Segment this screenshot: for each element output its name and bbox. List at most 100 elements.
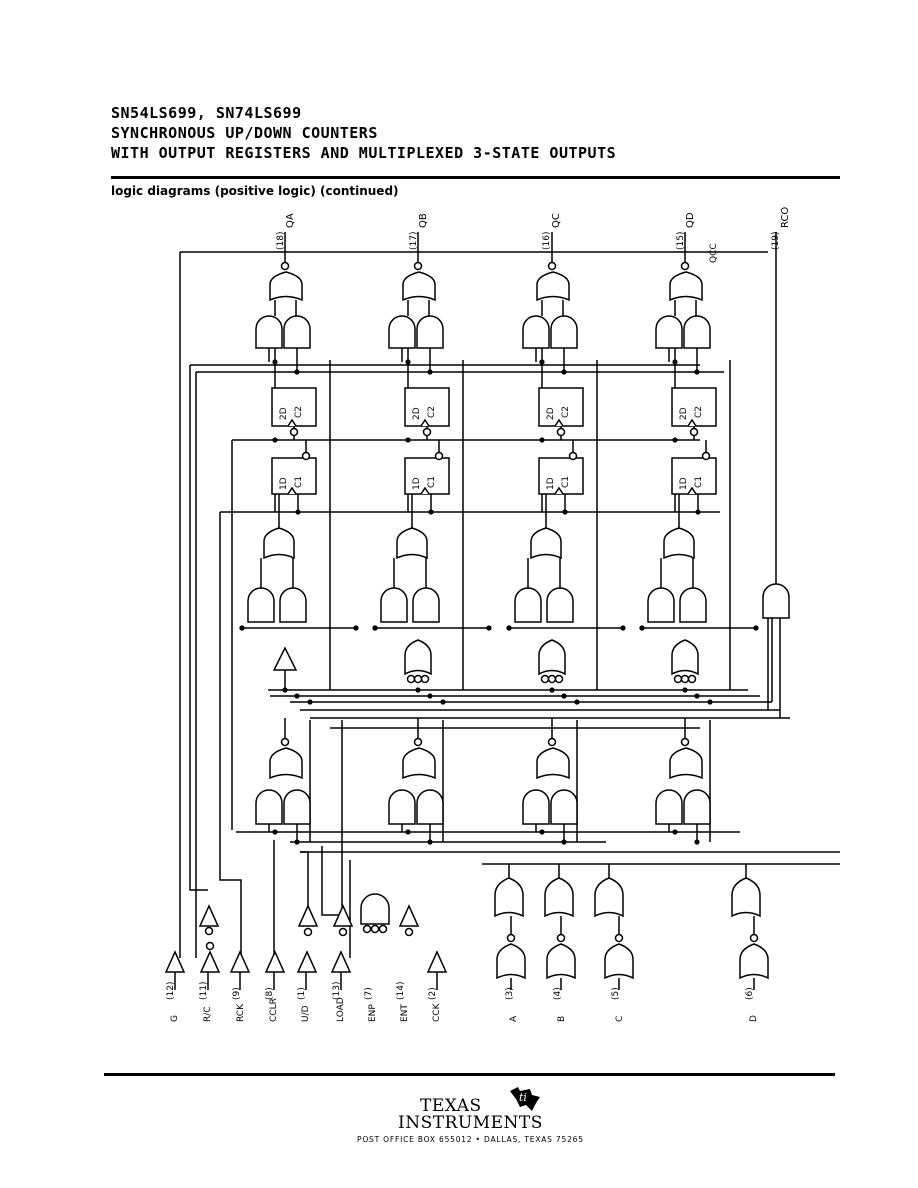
reg-2d-label: 2D [546,407,556,420]
input-pin-5: (1) [297,987,307,1000]
junction-dot [694,839,700,845]
input-pin-4: (8) [265,987,275,1000]
input-pin-1: (12) [166,982,176,1000]
junction-dot [549,687,555,693]
reg-1d-label: 1D [546,477,556,490]
junction-dot [272,359,278,365]
or-gate [739,943,769,980]
junction-dot [539,359,545,365]
inverter-bubble [547,261,557,271]
input-pin-8: (14) [396,982,406,1000]
inverter-bubble [404,927,414,937]
and-gate [647,587,675,623]
ti-brand-line2: INSTRUMENTS [398,1113,543,1133]
junction-dot [707,699,713,705]
input-name-12: C [615,1016,625,1022]
input-pin-12: (5) [611,987,621,1000]
junction-dot [405,359,411,365]
or-gate [669,747,703,780]
or-gate [536,747,570,780]
junction-dot [753,625,759,631]
or-gate [671,639,699,676]
and-gate [522,789,550,825]
junction-dot [372,625,378,631]
reg-2d-label: 2D [279,407,289,420]
output-pin-5: (19) [771,232,781,250]
junction-dot [620,625,626,631]
clock-symbol [554,418,564,427]
and-gate [380,587,408,623]
input-pin-13: (6) [745,987,755,1000]
input-name-4: CCLR [269,998,279,1022]
junction-dot [427,693,433,699]
buffer [332,904,354,927]
and-gate [683,789,711,825]
input-pin-10: (3) [505,987,515,1000]
junction-dot [561,693,567,699]
junction-dot [272,437,278,443]
junction-dot [695,509,701,515]
reg-1d-label: 1D [679,477,689,490]
or-gate [669,271,703,302]
inverter-bubble [680,674,690,684]
ti-logo-icon: ti [510,1087,540,1111]
reg-1d-label: 1D [412,477,422,490]
inverter-bubble [701,451,711,461]
register-box [404,457,450,495]
reg-c1-label: C1 [561,476,571,488]
junction-dot [415,687,421,693]
or-gate [402,271,436,302]
input-pin-3: (9) [232,987,242,1000]
reg-c1-label: C1 [427,476,437,488]
ti-address: POST OFFICE BOX 655012 • DALLAS, TEXAS 7… [357,1135,584,1144]
junction-dot [562,509,568,515]
buffer [297,904,319,927]
inverter-bubble [205,941,215,951]
inverter-bubble [303,927,313,937]
register-box [271,387,317,427]
buffer [330,950,352,973]
output-name-rco: RCO [780,207,791,228]
clock-symbol [420,486,430,495]
clock-symbol [687,486,697,495]
and-gate [683,315,711,349]
register-box [538,457,584,495]
inverter-bubble [362,924,372,934]
junction-dot [294,839,300,845]
diagram-caption: logic diagrams (positive logic) (continu… [111,184,399,198]
and-gate [762,583,790,619]
inverter-bubble [689,427,699,437]
inverter-bubble [280,261,290,271]
junction-dot [694,693,700,699]
qcc-label: QCC [709,243,719,263]
reg-2d-label: 2D [679,407,689,420]
junction-dot [405,437,411,443]
output-pin-3: (16) [542,232,552,250]
buffer [426,950,448,973]
input-name-7: ENP [368,1004,378,1022]
reg-c2-label: C2 [694,406,704,418]
junction-dot [427,839,433,845]
input-name-1: G [170,1015,180,1022]
register-box [671,387,717,427]
wire [219,512,242,958]
inverter-bubble [420,674,430,684]
inverter-bubble [506,933,516,943]
inverter-bubble [289,427,299,437]
and-gate [388,789,416,825]
input-name-13: D [749,1015,759,1022]
or-gate [496,943,526,980]
clock-symbol [287,486,297,495]
header-subtitle: WITH OUTPUT REGISTERS AND MULTIPLEXED 3-… [111,144,617,162]
or-gate [594,877,624,918]
input-name-2: R/C [203,1006,213,1022]
svg-text:ti: ti [519,1091,527,1104]
clock-symbol [287,418,297,427]
input-name-8: ENT [400,1004,410,1022]
inverter-bubble [413,674,423,684]
junction-dot [307,699,313,705]
junction-dot [486,625,492,631]
and-gate [412,587,440,623]
reg-2d-label: 2D [412,407,422,420]
input-name-9: CCK [432,1002,442,1022]
